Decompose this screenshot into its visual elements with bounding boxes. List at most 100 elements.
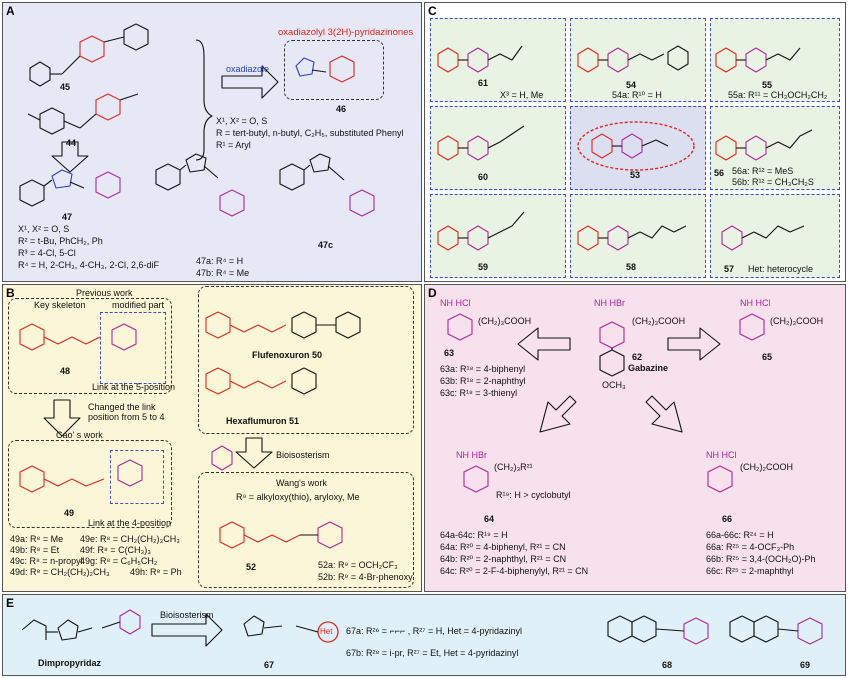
compound-47c: 47c (318, 240, 334, 250)
label-oxadiazole: oxadiazole (226, 64, 270, 74)
panel-c-label: C (428, 4, 437, 18)
box-cao-modified (110, 450, 164, 504)
note-63b: 63b: R¹⁸ = 2-naphthyl (440, 376, 526, 386)
text-a-r: R = tert-butyl, n-butyl, C₂H₅, substitut… (216, 128, 404, 138)
panel-e (2, 594, 846, 676)
arrow-right-d (667, 327, 721, 361)
text-a-x: X¹, X² = O, S (216, 116, 268, 126)
arrow-down-a (51, 141, 89, 173)
text-52a: 52a: R⁹ = OCH₂CF₃ (318, 560, 398, 570)
list-49-item: 49g: R⁸ = C₆H₅CH₂ (80, 556, 158, 566)
compound-51: Hexaflumuron 51 (226, 416, 300, 426)
text-key-skeleton: Key skeleton (34, 300, 86, 310)
tile-57 (710, 194, 840, 278)
compound-46: 46 (336, 104, 347, 114)
note-64b: 64b: R²⁰ = 2-naphthyl, R²¹ = CN (440, 554, 567, 564)
ring-51-difluorophenyl (205, 367, 231, 395)
text-64-chain: (CH₂)₃R²¹ (494, 462, 533, 472)
text-63-nhhcl: NH HCl (440, 298, 471, 308)
text-cao-work: Cao' s work (56, 430, 103, 440)
text-modified-part: modified part (112, 300, 165, 310)
note-64a: 64a: R²⁰ = 4-biphenyl, R²¹ = CN (440, 542, 566, 552)
text-62-och3: OCH₃ (602, 380, 626, 390)
text-47-r2: R² = t-Bu, PhCH₂, Ph (18, 236, 103, 246)
list-49-item: 49f: R⁸ = C(CH₃)₃ (80, 545, 151, 555)
panel-d (424, 284, 846, 592)
text-47-r3: R³ = 4-Cl, 5-Cl (18, 248, 76, 258)
compound-49: 49 (64, 508, 75, 518)
compound-54: 54 (626, 80, 637, 90)
tile-54 (570, 18, 706, 102)
note-63a: 63a: R¹⁸ = 4-biphenyl (440, 364, 526, 374)
ring-50-difluorophenyl (205, 311, 231, 339)
ring-52-pyridazine (317, 521, 343, 549)
tile-58 (570, 194, 706, 278)
text-47-x: X¹, X² = O, S (18, 224, 70, 234)
ring-47-phenyl (19, 179, 45, 207)
compound-48: 48 (60, 366, 71, 376)
highlight-ellipse-53 (577, 121, 695, 171)
ring-62-phenyl (599, 349, 625, 377)
note-63c: 63c: R¹⁸ = 3-thienyl (440, 388, 518, 398)
note-54: 54a: R¹⁰ = H (612, 90, 662, 100)
text-b-bioisosterism: Bioisosterism (276, 450, 330, 460)
box-46 (284, 40, 384, 100)
text-het: Het (320, 627, 333, 636)
note-56a: 56a: R¹² = MeS (732, 166, 794, 176)
compound-64: 64 (484, 514, 495, 524)
tile-56 (710, 106, 840, 190)
ring-dimp-pyrazole (57, 619, 79, 641)
list-49-item: 49h: R⁸ = Ph (130, 567, 182, 577)
arrow-down-left-d (539, 395, 577, 433)
ring-47-azole (51, 169, 73, 189)
arrow-left-d (517, 327, 571, 361)
ring-47c-pyridazinone (349, 189, 375, 217)
compound-56: 56 (714, 168, 725, 178)
tile-53 (570, 106, 706, 190)
compound-68: 68 (662, 660, 673, 670)
compound-58: 58 (626, 262, 637, 272)
compound-44: 44 (66, 138, 77, 148)
note-64c: 64c: R²⁰ = 2-F-4-biphenylyl, R²¹ = CN (440, 566, 589, 576)
note-61: X³ = H, Me (500, 90, 544, 100)
compound-60: 60 (478, 172, 489, 182)
ring-45-pyridazinone (79, 35, 105, 63)
compound-66: 66 (722, 514, 733, 524)
list-49-item: 49d: R⁸ = CH₂(CH₂)₂CH₃ (10, 567, 110, 577)
arrow-oxadiazole (221, 65, 279, 99)
ring-pyridazine-bioisostere (211, 445, 233, 471)
panel-e-label: E (6, 596, 15, 610)
text-changed-link: Changed the link position from 5 to 4 (88, 402, 165, 423)
text-65-chain: (CH₂)₃COOH (770, 316, 824, 326)
text-previous-work: Previous work (76, 288, 133, 298)
ring-dimp-pyridazine (119, 609, 141, 635)
text-47a: 47a: R⁴ = H (196, 256, 244, 266)
text-e-bioisosterism: Bioisosterism (160, 610, 214, 620)
note-66range: 66a-66c: R²⁴ = H (706, 530, 774, 540)
box-cao-work (8, 440, 172, 528)
compound-65: 65 (762, 352, 773, 362)
text-64-nhhbr: NH HBr (456, 450, 487, 460)
box-modified-part (100, 312, 166, 384)
arrow-down-right-d (645, 395, 683, 433)
note-57: Het: heterocycle (748, 264, 814, 274)
text-r9: R⁹ = alkyloxy(thio), aryloxy, Me (236, 492, 360, 502)
compound-50: Flufenoxuron 50 (252, 350, 323, 360)
note-66c: 66c: R²⁵ = 2-maphthyl (706, 566, 794, 576)
compound-63: 63 (444, 348, 455, 358)
panel-d-label: D (428, 286, 437, 300)
compound-45: 45 (60, 82, 71, 92)
note-67a: 67a: R²⁶ = ⌐⌐⌐ , R²⁷ = H, Het = 4-pyrida… (346, 626, 523, 636)
text-62-nhhbr: NH HBr (594, 298, 625, 308)
list-49-item: 49b: R⁸ = Et (10, 545, 60, 555)
note-67b: 67b: R²⁸ = i-pr, R²⁷ = Et, Het = 4-pyrid… (346, 648, 519, 658)
box-previous-work (8, 298, 172, 394)
compound-69: 69 (800, 660, 811, 670)
text-a-r1: R¹ = Aryl (216, 140, 251, 150)
compound-57: 57 (724, 264, 735, 274)
compound-55: 55 (762, 80, 773, 90)
compound-61: 61 (478, 78, 489, 88)
box-benzoylureas (198, 286, 414, 434)
note-66b: 66b: R²⁵ = 3,4-(OCH₂O)-Ph (706, 554, 816, 564)
